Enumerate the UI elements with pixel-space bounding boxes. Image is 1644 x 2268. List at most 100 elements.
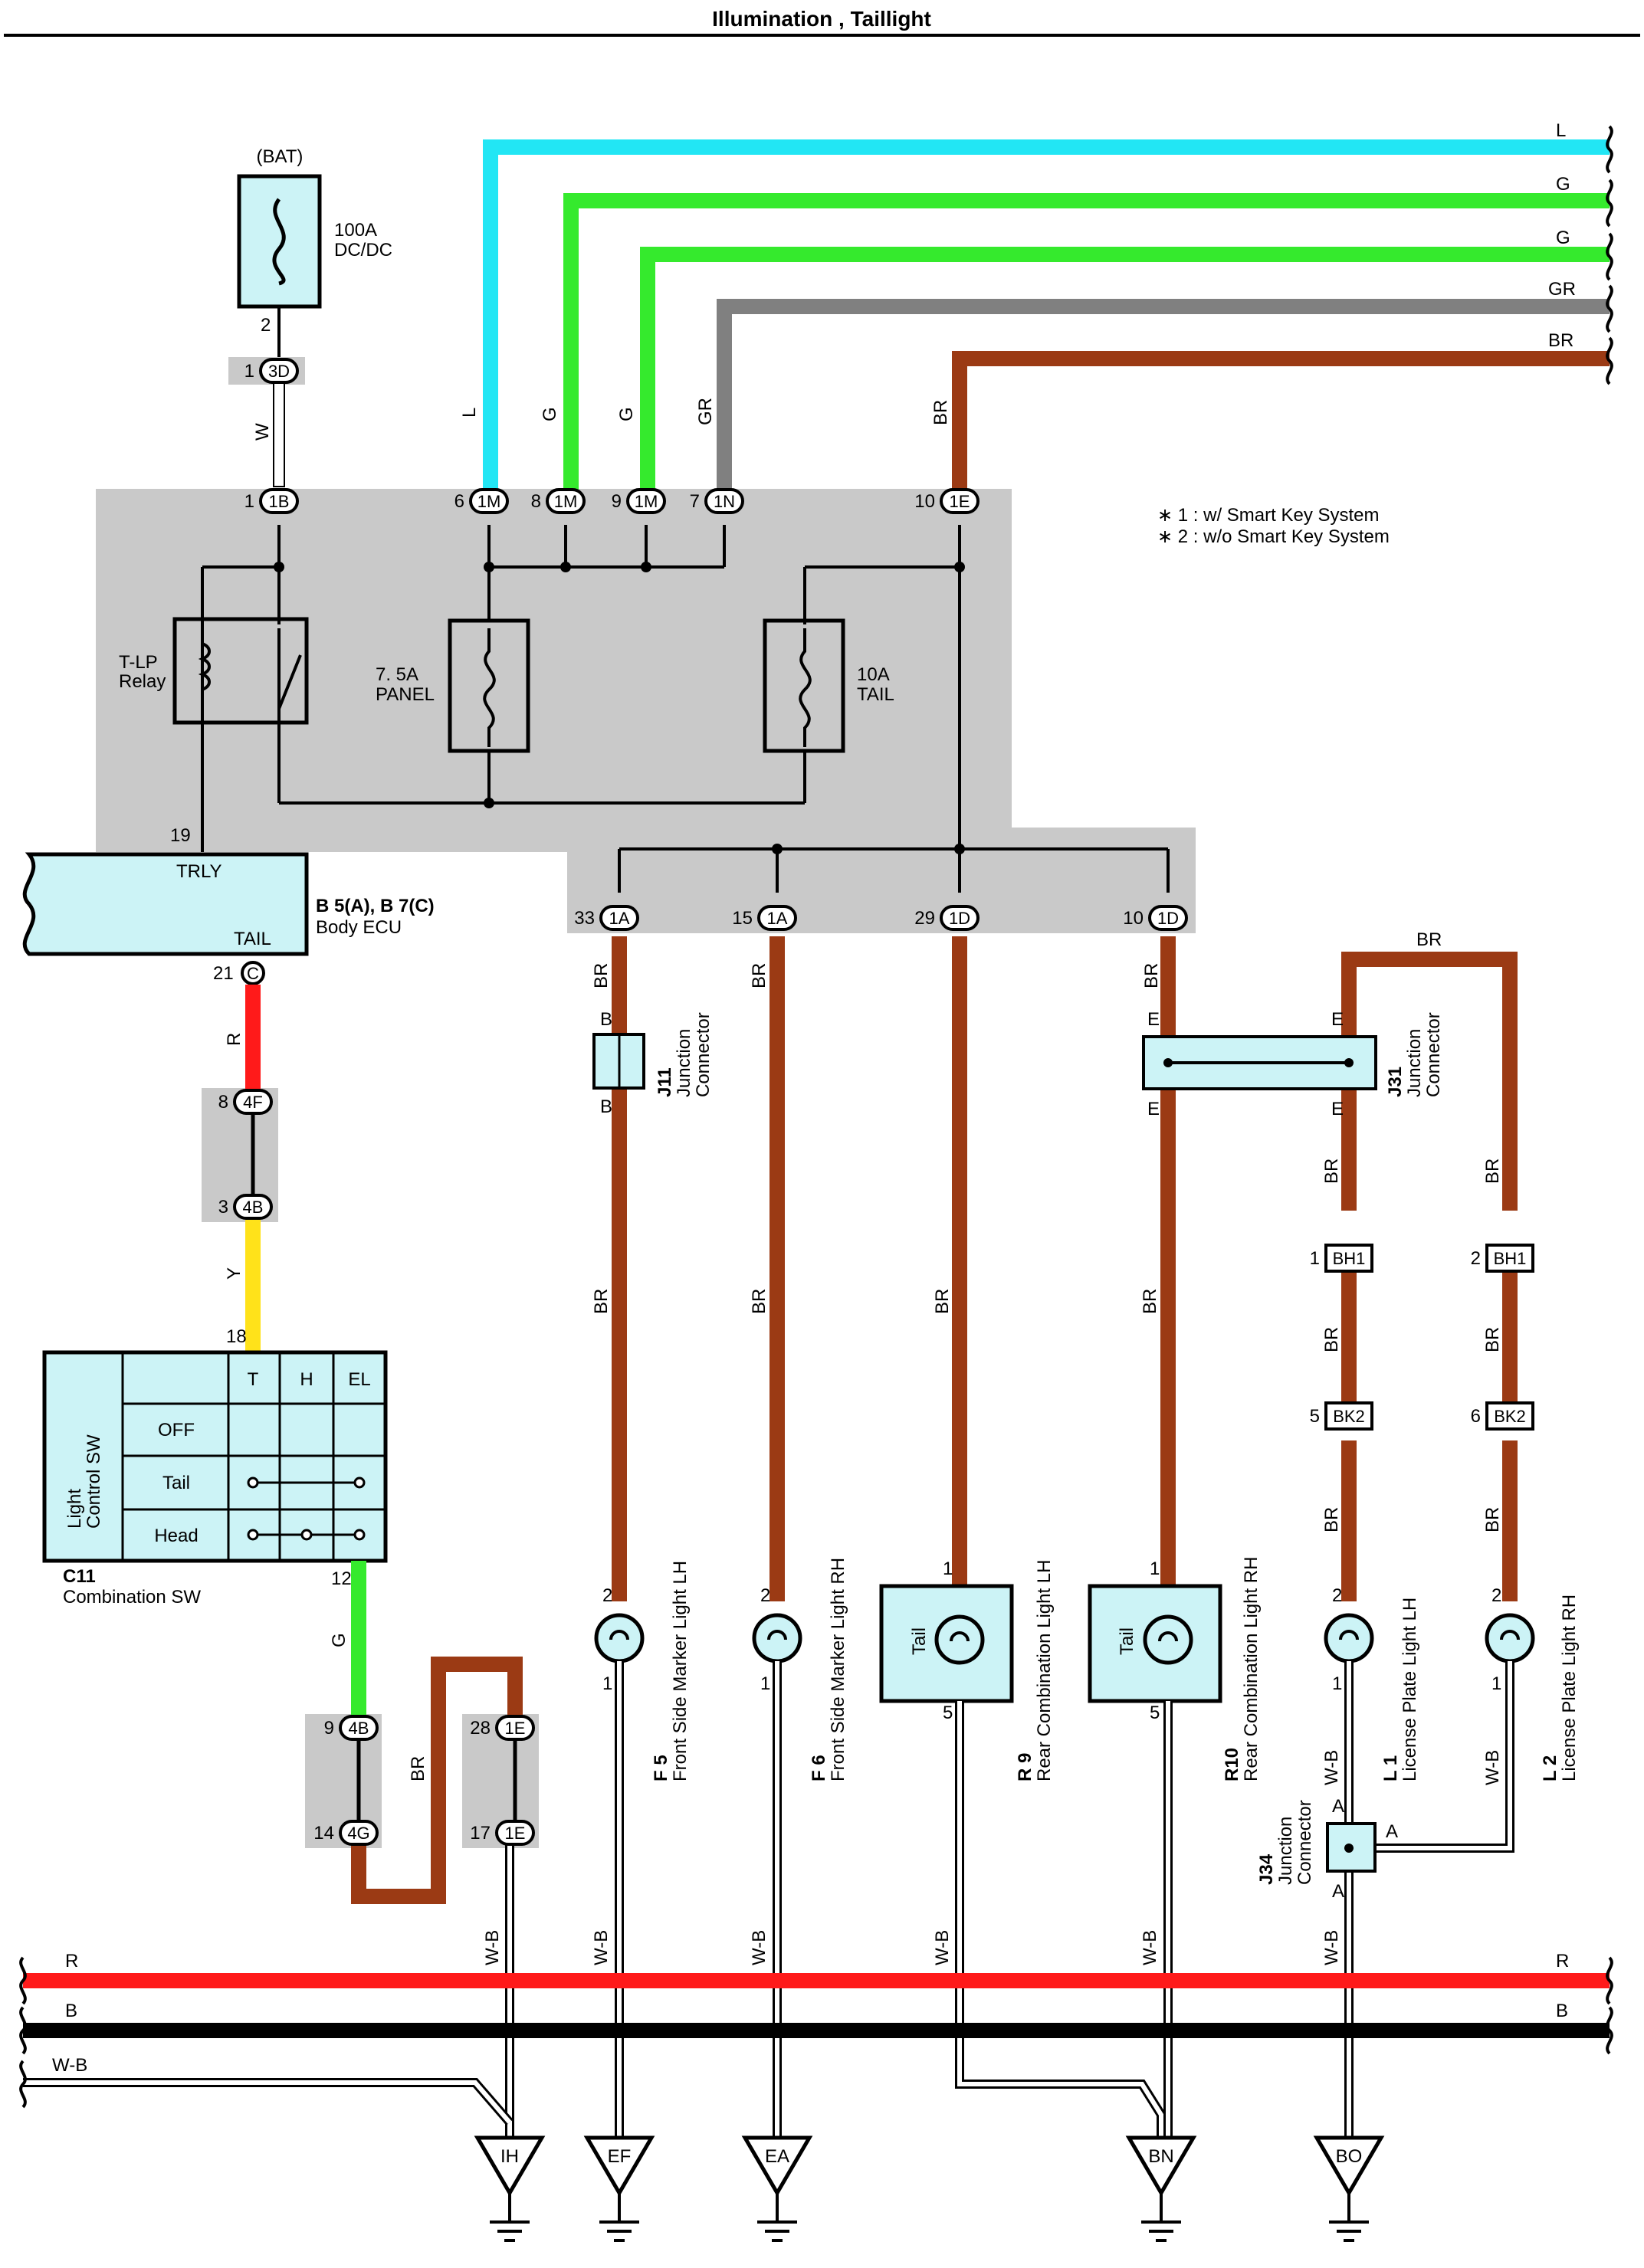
fuse-rating: 100A bbox=[334, 220, 377, 241]
connector-id: BH1 bbox=[1333, 1249, 1366, 1268]
br-label-j31: BR bbox=[1416, 929, 1442, 950]
connector-id: 1D bbox=[949, 909, 970, 928]
connector-id: 4B bbox=[243, 1198, 264, 1217]
bus-wb-label: W-B bbox=[52, 2055, 87, 2076]
legend-line-2: ∗ 2 : w/o Smart Key System bbox=[1157, 526, 1390, 547]
dcdc-fuse bbox=[237, 174, 322, 309]
relay-coil bbox=[198, 642, 211, 691]
sw-col-h: H bbox=[300, 1369, 313, 1390]
right-wire-gr: GR bbox=[1548, 279, 1576, 300]
f6-pin-top: 2 bbox=[760, 1585, 770, 1606]
sw-row-off: OFF bbox=[158, 1420, 195, 1440]
right-wire-l: L bbox=[1556, 120, 1566, 141]
sw-row-tail: Tail bbox=[162, 1473, 190, 1493]
br-label-5: BR bbox=[749, 1289, 769, 1314]
connector-pin: 14 bbox=[313, 1823, 334, 1844]
ground-bo: BO bbox=[1313, 2135, 1385, 2242]
body-ecu bbox=[22, 852, 309, 956]
wire-l-label: L bbox=[459, 408, 480, 418]
connector-pin: 1 bbox=[1310, 1248, 1320, 1269]
ground-ih: IH bbox=[474, 2135, 546, 2242]
f5-code: F 5 bbox=[651, 1755, 671, 1781]
ground-ea: EA bbox=[741, 2135, 813, 2242]
wb-label-f5: W-B bbox=[591, 1930, 612, 1965]
j31-dot-2 bbox=[1344, 1058, 1354, 1067]
wb-label-l2: W-B bbox=[1482, 1750, 1503, 1785]
connector-id: 4F bbox=[243, 1093, 263, 1112]
connector-id: BH1 bbox=[1494, 1249, 1527, 1268]
connector-id: 3D bbox=[268, 362, 290, 381]
right-wire-g2: G bbox=[1556, 228, 1570, 248]
junction-dots bbox=[274, 562, 965, 854]
bus-wb-outer bbox=[23, 2078, 514, 2125]
l2-name: License Plate Light RH bbox=[1559, 1594, 1580, 1781]
connector-id: 4G bbox=[347, 1824, 369, 1843]
l2-pin-top: 2 bbox=[1491, 1585, 1501, 1606]
sw-col-el: EL bbox=[348, 1369, 370, 1390]
connector-pin: 10 bbox=[914, 491, 935, 512]
r10-pin-top: 1 bbox=[1150, 1558, 1160, 1579]
connector-c6: 1N7 bbox=[690, 488, 744, 514]
r9-pin-bottom: 5 bbox=[943, 1703, 953, 1723]
r10-name: Rear Combination Light RH bbox=[1241, 1557, 1262, 1781]
br-label-bh1: BR bbox=[1321, 1327, 1342, 1352]
l1-pin-bottom: 1 bbox=[1332, 1673, 1342, 1694]
j31-code: J31 bbox=[1385, 1067, 1406, 1097]
lamp-f5 bbox=[594, 1613, 645, 1663]
switch-grid bbox=[121, 1352, 386, 1561]
wire-w bbox=[273, 382, 285, 487]
sw-name: Combination SW bbox=[63, 1587, 201, 1608]
connector-id: 1B bbox=[269, 492, 290, 511]
wire-y-label: Y bbox=[224, 1267, 244, 1280]
j31-pin-3: E bbox=[1147, 1099, 1160, 1119]
tlp-relay bbox=[172, 617, 309, 725]
bus-b-label-left: B bbox=[65, 2001, 77, 2021]
wb-label-l1: W-B bbox=[1321, 1750, 1342, 1785]
r9-name: Rear Combination Light LH bbox=[1034, 1560, 1055, 1782]
bus-wb bbox=[23, 2080, 512, 2124]
wire-r-label: R bbox=[224, 1033, 244, 1046]
br-label-2: BR bbox=[749, 963, 769, 988]
ecu-name: Body ECU bbox=[316, 917, 402, 938]
tail-fuse-symbol bbox=[799, 628, 812, 747]
connector-c15: 4G 14 bbox=[313, 1820, 379, 1846]
connector-pin: 6 bbox=[454, 491, 464, 512]
tail-fuse-rating: 10A bbox=[857, 664, 890, 685]
wire-g-2 bbox=[640, 247, 1610, 490]
wire-gr-label: GR bbox=[695, 398, 716, 425]
ecu-pin-19: 19 bbox=[170, 825, 191, 846]
j34-code: J34 bbox=[1256, 1853, 1277, 1885]
panel-fuse-name: PANEL bbox=[376, 684, 435, 705]
connector-id: 1M bbox=[477, 492, 501, 511]
br-label-1: BR bbox=[591, 963, 612, 988]
connector-id: BK2 bbox=[1494, 1407, 1526, 1426]
connector-pin: 8 bbox=[218, 1092, 228, 1113]
br-label-4: BR bbox=[591, 1289, 612, 1314]
connector-c4: 1M8 bbox=[531, 488, 586, 514]
panel-fuse-rating: 7. 5A bbox=[376, 664, 418, 685]
j31-name-2: Connector bbox=[1423, 1012, 1444, 1097]
legend-line-1: ∗ 1 : w/ Smart Key System bbox=[1157, 505, 1380, 526]
relay-name-2: Relay bbox=[119, 671, 166, 692]
wb-label-r10: W-B bbox=[1140, 1930, 1160, 1965]
connector-id: 4B bbox=[349, 1719, 369, 1738]
r10-code: R10 bbox=[1222, 1748, 1242, 1781]
j11-name-2: Connector bbox=[693, 1012, 714, 1097]
r9-inner: Tail bbox=[909, 1627, 930, 1655]
lamp-l2 bbox=[1485, 1613, 1535, 1663]
sw-pin-18: 18 bbox=[226, 1326, 247, 1347]
j34-pin-top: A bbox=[1332, 1796, 1344, 1817]
f6-code: F 6 bbox=[809, 1755, 829, 1781]
wire-g-1 bbox=[563, 193, 1610, 490]
bat-label: (BAT) bbox=[257, 146, 304, 167]
j34-pin-bottom: A bbox=[1332, 1881, 1344, 1902]
connector-pin: 1 bbox=[244, 361, 254, 382]
l2-code: L 2 bbox=[1540, 1755, 1560, 1781]
j31-dot-1 bbox=[1163, 1058, 1173, 1067]
